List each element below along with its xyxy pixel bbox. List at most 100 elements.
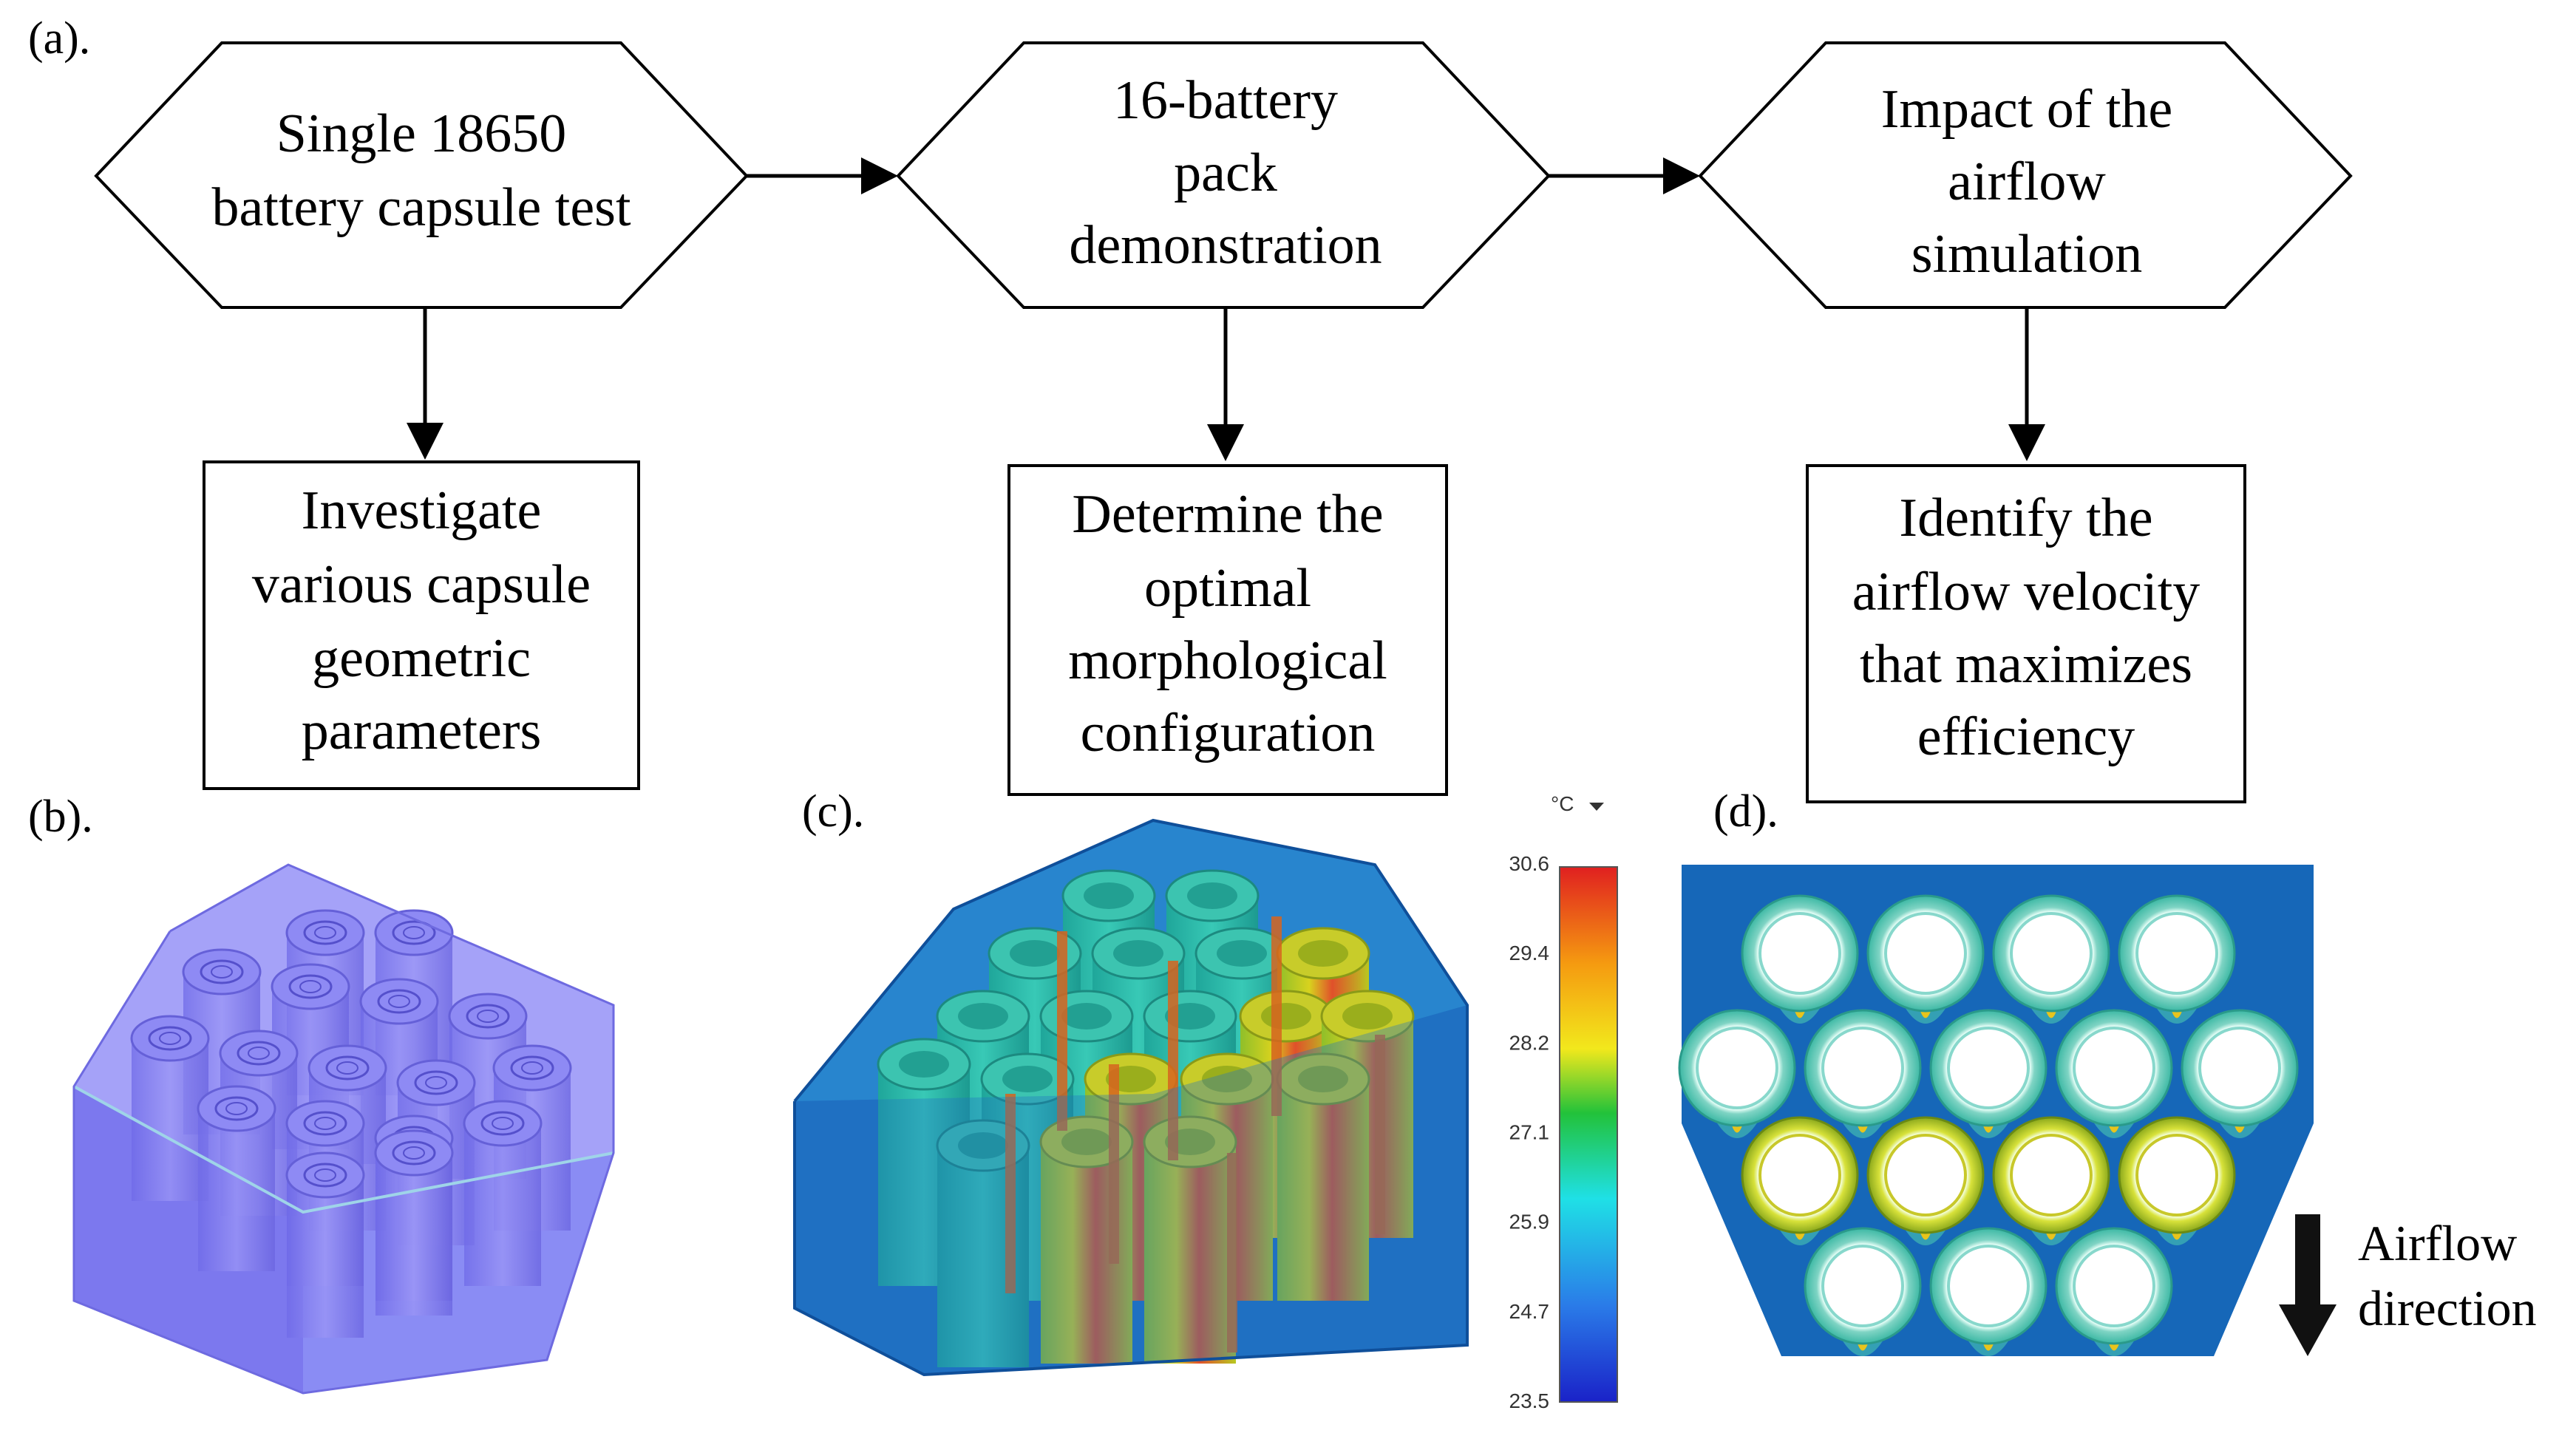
flow-hexagon-3-line-2: airflow [1948, 152, 2106, 212]
colorbar-tick-label: 27.1 [1509, 1121, 1550, 1144]
hot-streak-c [1057, 931, 1067, 1131]
panel-label-c: (c). [802, 786, 864, 837]
cylinder-b-top [448, 993, 528, 1040]
cylinder-b-ring [303, 920, 347, 945]
flow-result-2-line-4: configuration [1081, 703, 1376, 763]
cylinder-b-ring [392, 920, 436, 945]
cylinder-b-ring [303, 1163, 347, 1188]
battery-hole-d [1947, 1245, 2030, 1327]
flow-hexagon-3-line-1: Impact of the [1881, 79, 2173, 140]
cylinder-b-core [403, 926, 425, 939]
cylinder-c-hole [1113, 940, 1163, 967]
cylinder-b-ring [392, 1140, 436, 1166]
cylinder-c-hole [1298, 940, 1348, 967]
airflow-label-line-2: direction [2358, 1280, 2537, 1336]
colorbar-tick-label: 30.6 [1509, 852, 1550, 875]
cylinder-b-ring [377, 989, 421, 1014]
cylinders-b [130, 909, 572, 1338]
cylinder-c-body [1277, 1079, 1369, 1301]
cylinder-b-ring [148, 1026, 192, 1051]
colorbar-tick-label: 25.9 [1509, 1211, 1550, 1233]
cylinder-b-top [285, 909, 365, 956]
cylinder-b-body [132, 1038, 208, 1201]
cylinder-b-core [159, 1032, 181, 1045]
cylinder-b-ring [288, 974, 333, 999]
flow-result-3-line-2: airflow velocity [1852, 562, 2201, 622]
cylinder-b-core [403, 1146, 425, 1160]
cylinder-b-top [374, 1129, 454, 1177]
cylinder-b-core [492, 1117, 514, 1130]
casing-b-edge [73, 1085, 614, 1214]
battery-hole-d [1696, 1027, 1778, 1109]
cylinder-b-ring [214, 1096, 259, 1121]
panel-label-a: (a). [28, 13, 90, 64]
cylinder-b-core [388, 995, 410, 1008]
flow-hexagon-1-line-1: Single 18650 [276, 103, 567, 164]
airflow-arrow-shaft [2295, 1214, 2320, 1310]
hot-streak-c [1375, 1035, 1385, 1234]
battery-hole-d [2010, 912, 2093, 995]
cylinder-b-core [248, 1047, 270, 1060]
battery-hole-d [2073, 1027, 2155, 1109]
cylinder-b-top [374, 909, 454, 956]
cylinder-b-core [314, 1117, 336, 1130]
battery-hole-d [1758, 912, 1841, 995]
flow-hexagon-1-line-2: battery capsule test [211, 177, 631, 238]
temperature-colorbar: °C 30.629.428.227.125.924.723.5 [1509, 792, 1618, 1412]
battery-hole-d [1884, 912, 1967, 995]
cylinder-b-core [211, 965, 233, 979]
cylinder-b-top [271, 963, 350, 1010]
cylinder-b-top [492, 1044, 572, 1092]
hot-streak-c [1271, 916, 1282, 1116]
cylinder-b-body [464, 1123, 541, 1286]
cylinder-b-core [336, 1061, 358, 1075]
battery-hole-d [1821, 1245, 1904, 1327]
flow-result-2-line-3: morphological [1068, 630, 1387, 691]
battery-hole-d [2073, 1245, 2155, 1327]
hot-streak-c [1168, 961, 1178, 1160]
battery-hole-d [1884, 1134, 1967, 1216]
casing-c-outline [793, 818, 1469, 1377]
cylinder-c-hole [1298, 1066, 1348, 1092]
flow-hexagon-2-line-3: demonstration [1069, 215, 1382, 276]
cylinder-b-ring [414, 1070, 458, 1095]
flow-hexagon-3-line-3: simulation [1911, 224, 2142, 285]
panel-label-d: (d). [1713, 786, 1778, 837]
battery-hole-d [2135, 912, 2218, 995]
flow-step-1: Single 18650 battery capsule test [94, 41, 749, 309]
cylinder-c-hole [1002, 1066, 1053, 1092]
colorbar-tick-label: 24.7 [1509, 1300, 1550, 1323]
battery-hole-d [2010, 1134, 2093, 1216]
cylinder-c-hole [1342, 1003, 1393, 1030]
cylinder-b-top [307, 1044, 387, 1092]
cylinder-b-core [225, 1102, 248, 1115]
cylinder-b-top [219, 1030, 299, 1077]
flow-result-1-line-4: parameters [302, 701, 542, 761]
flow-hexagon-3 [1698, 41, 2353, 309]
flow-result-3-line-4: efficiency [1917, 707, 2135, 767]
flow-step-3: Impact of the airflow simulation [1698, 41, 2353, 309]
cylinder-b-top [285, 1100, 365, 1147]
cylinder-c-body [1144, 1142, 1236, 1364]
cylinder-b-ring [480, 1111, 525, 1136]
flow-contour-d [1678, 865, 2314, 1356]
flow-hexagon-2-line-2: pack [1174, 143, 1277, 203]
colorbar-unit: °C [1551, 792, 1574, 815]
flow-result-3: Identify the airflow velocity that maxim… [1806, 464, 2246, 803]
colorbar-tick-label: 28.2 [1509, 1031, 1550, 1054]
flow-result-box-1 [203, 460, 640, 790]
cylinder-b-core [477, 1010, 499, 1023]
cylinder-c-hole [1084, 882, 1134, 909]
cylinder-b-ring [303, 1111, 347, 1136]
cylinder-c-hole [958, 1003, 1008, 1030]
panel-label-b: (b). [28, 792, 93, 842]
cylinder-b-core [521, 1061, 543, 1075]
battery-hole-d [2135, 1134, 2218, 1216]
cylinder-b-core [299, 980, 322, 993]
cylinder-c-hole [1010, 940, 1060, 967]
colorbar-tick-label: 29.4 [1509, 942, 1550, 964]
capsule-render-b [72, 863, 615, 1395]
flow-hexagon-1 [94, 41, 749, 309]
cylinder-c-hole [958, 1132, 1008, 1159]
